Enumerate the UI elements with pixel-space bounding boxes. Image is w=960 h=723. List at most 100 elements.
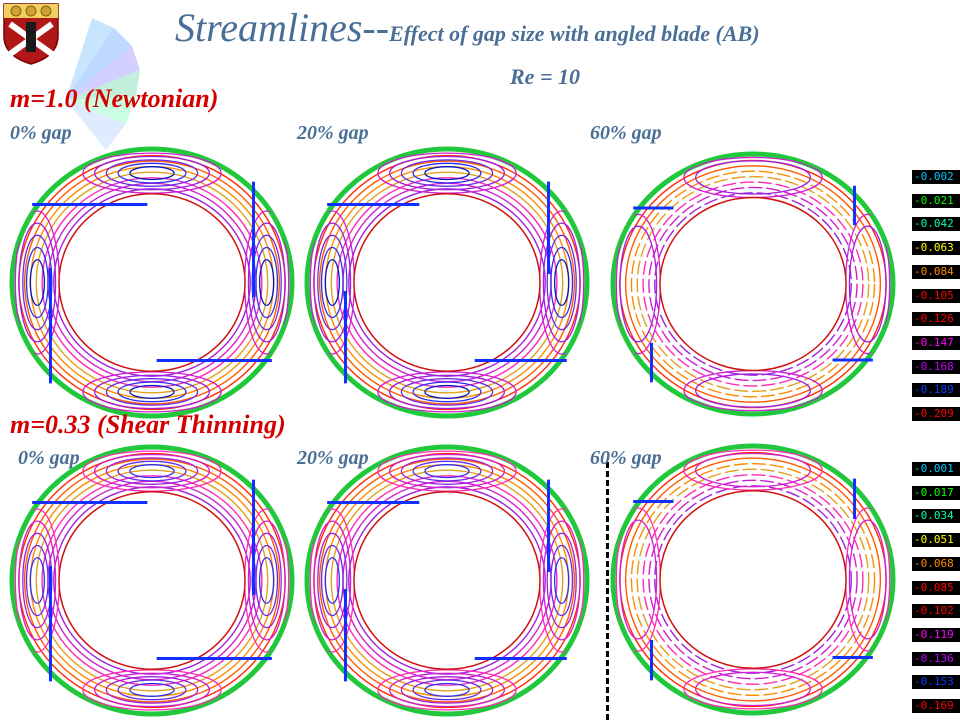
streamline-band <box>348 188 546 377</box>
streamline-band <box>23 458 281 703</box>
vortex-contour <box>105 378 199 406</box>
streamline-band <box>41 475 263 686</box>
streamline-band <box>35 469 269 692</box>
streamline-band <box>612 153 894 415</box>
streamline-band <box>41 177 263 388</box>
reynolds-number-label: Re = 10 <box>510 64 580 89</box>
legend-value-4: -0.084 <box>912 264 960 279</box>
vortex-contour <box>255 246 279 319</box>
vortex-contour <box>25 246 49 319</box>
title-main: Streamlines-- <box>175 5 390 50</box>
streamline-plot-newtonian-60-gap <box>609 150 897 418</box>
legend-value-4: -0.068 <box>912 556 960 571</box>
vortex-contour <box>18 222 57 343</box>
streamline-band <box>648 186 858 382</box>
vortex-contour <box>29 556 46 605</box>
vortex-contour <box>18 520 57 641</box>
vortex-contour <box>683 369 823 412</box>
row2-gap-label-20: 20% gap <box>297 447 369 469</box>
vortex-contour <box>424 384 470 399</box>
streamline-plot-shear-thinning-60-gap <box>609 442 897 717</box>
streamline-band <box>348 486 546 675</box>
vessel-wall <box>304 146 590 419</box>
vortex-contour <box>25 544 49 617</box>
legend-value-3: -0.051 <box>912 533 960 548</box>
vortex-contour <box>683 156 823 199</box>
vortex-contour <box>129 464 175 479</box>
streamline-plot-newtonian-0-gap <box>8 145 296 420</box>
vortex-contour <box>694 373 812 408</box>
streamline-band <box>642 474 864 685</box>
vortex-contour <box>388 155 506 191</box>
streamline-band <box>35 171 269 394</box>
contour-legend-shear-thinning: -0.001-0.017-0.034-0.051-0.068-0.085-0.1… <box>912 462 960 723</box>
vortex-contour <box>848 519 887 640</box>
legend-value-2: -0.034 <box>912 509 960 524</box>
legend-value-0: -0.002 <box>912 170 960 184</box>
vortex-contour <box>550 246 574 319</box>
streamline-band <box>23 160 281 405</box>
vortex-contour <box>255 544 279 617</box>
vortex-contour <box>105 676 199 704</box>
legend-value-8: -0.136 <box>912 651 960 666</box>
row2-gap-label-60: 60% gap <box>590 447 662 469</box>
streamline-band <box>11 148 293 417</box>
vortex-contour <box>313 520 352 641</box>
legend-value-3: -0.063 <box>912 241 960 256</box>
streamline-plot-shear-thinning-20-gap <box>303 443 591 718</box>
vessel-wall <box>9 146 295 419</box>
vortex-contour <box>377 450 517 492</box>
vortex-contour <box>377 371 517 413</box>
vortex-contour <box>550 544 574 617</box>
streamline-band <box>636 468 870 691</box>
vessel-wall <box>610 151 896 417</box>
vortex-contour <box>105 159 199 187</box>
vortex-contour <box>82 669 222 711</box>
streamline-band <box>642 181 864 387</box>
streamline-band <box>654 485 852 674</box>
vortex-contour <box>324 258 341 307</box>
row2-gap-label-0: 0% gap <box>18 447 80 469</box>
vortex-contour <box>129 384 175 399</box>
vortex-contour <box>388 374 506 410</box>
slide-title: Streamlines--Effect of gap size with ang… <box>175 4 760 51</box>
vessel-wall <box>610 443 896 716</box>
row1-gap-label-60: 60% gap <box>590 122 662 144</box>
legend-value-9: -0.189 <box>912 383 960 398</box>
vortex-contour <box>247 222 286 343</box>
vortex-contour <box>29 258 46 307</box>
legend-value-6: -0.126 <box>912 312 960 327</box>
legend-value-5: -0.085 <box>912 580 960 595</box>
vortex-contour <box>400 676 494 704</box>
vortex-contour <box>324 556 341 605</box>
vortex-contour <box>258 258 275 307</box>
streamline-band <box>53 188 251 377</box>
vortex-contour <box>117 162 187 184</box>
vortex-contour <box>117 381 187 403</box>
vortex-contour <box>317 234 348 331</box>
vortex-contour <box>619 519 658 640</box>
legend-value-9: -0.153 <box>912 675 960 690</box>
streamline-band <box>306 446 588 715</box>
streamline-band <box>330 469 564 692</box>
vortex-contour <box>320 544 344 617</box>
vortex-contour <box>317 532 348 629</box>
dashed-divider <box>606 462 609 720</box>
vortex-contour <box>93 672 211 708</box>
inner-circle <box>353 490 541 671</box>
inner-circle <box>659 489 847 670</box>
streamline-band <box>336 475 558 686</box>
legend-value-7: -0.119 <box>912 627 960 642</box>
vortex-contour <box>542 520 581 641</box>
inner-circle <box>58 490 246 671</box>
row1-gap-label-20: 20% gap <box>297 122 369 144</box>
vortex-contour <box>546 532 577 629</box>
vessel-wall <box>9 444 295 717</box>
legend-value-10: -0.169 <box>912 699 960 713</box>
vortex-contour <box>93 453 211 489</box>
streamline-band <box>306 148 588 417</box>
inner-circle <box>58 192 246 373</box>
streamline-band <box>612 445 894 714</box>
vortex-contour <box>553 556 570 605</box>
vortex-contour <box>694 671 812 707</box>
